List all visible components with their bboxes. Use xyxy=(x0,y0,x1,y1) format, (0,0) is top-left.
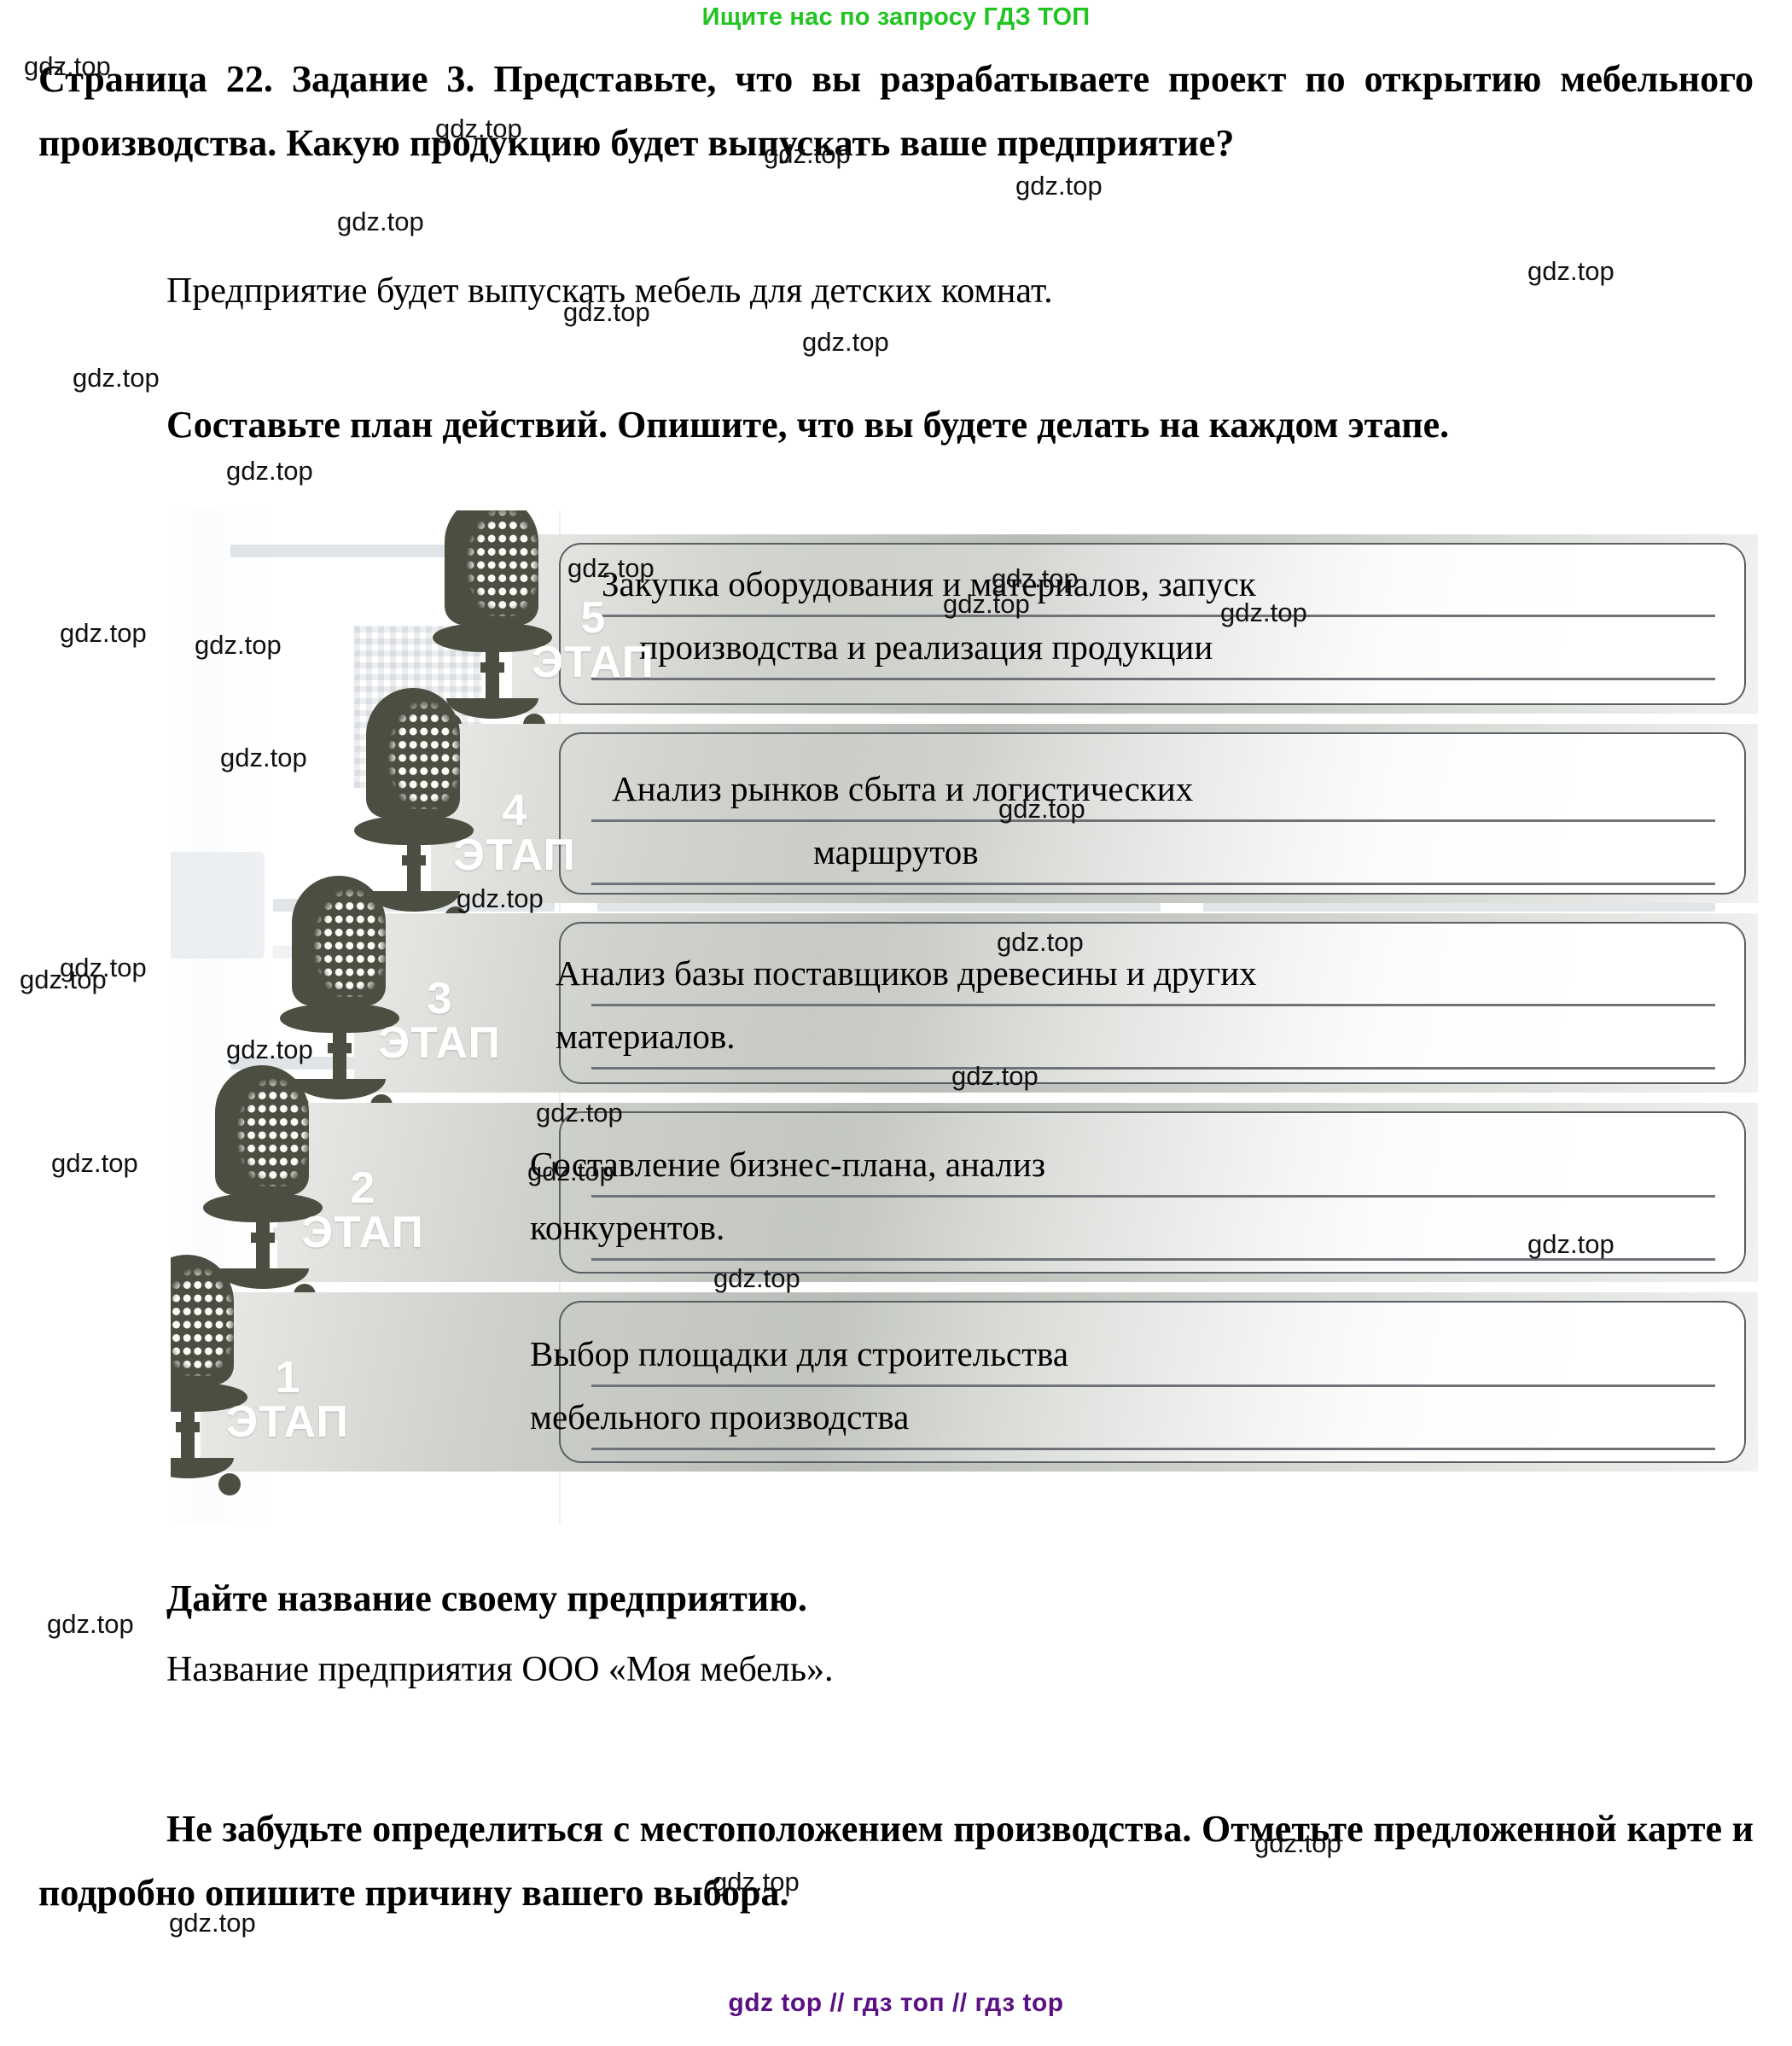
stage-row-3: Анализ базы поставщиков древесины и друг… xyxy=(171,876,1758,1116)
question-4: Не забудьте определиться с местоположени… xyxy=(38,1797,1754,1925)
chair-stem xyxy=(256,1215,270,1272)
stage-rule xyxy=(591,819,1715,822)
stage-4-label: 4 ЭТАП xyxy=(451,789,579,877)
watermark: gdz.top xyxy=(1015,171,1103,201)
stage-rule xyxy=(591,1195,1715,1198)
stage-callout-box: Анализ базы поставщиков древесины и друг… xyxy=(556,922,1746,1084)
question-2-text: Составьте план действий. Опишите, что вы… xyxy=(166,404,1450,446)
stage-4-number: 4 xyxy=(502,786,527,836)
stage-1-number: 1 xyxy=(275,1353,300,1402)
stage-1-line-2: мебельного производства xyxy=(530,1397,910,1437)
watermark: gdz.top xyxy=(226,456,313,486)
chair-backrest xyxy=(292,876,389,1006)
stage-row-1: Выбор площадки для строительства мебельн… xyxy=(171,1255,1758,1495)
promo-banner: Ищите нас по запросу ГДЗ ТОП xyxy=(701,3,1091,31)
stage-3-line-1: Анализ базы поставщиков древесины и друг… xyxy=(556,953,1257,993)
stage-2-line-1: Составление бизнес-плана, анализ xyxy=(530,1145,1046,1184)
stage-rule xyxy=(591,1004,1715,1006)
question-1: Страница 22. Задание 3. Представьте, что… xyxy=(38,58,1754,164)
stage-callout-fill xyxy=(561,734,1744,893)
stage-rule xyxy=(591,1067,1715,1070)
answer-1-text: Предприятие будет выпускать мебель для д… xyxy=(166,271,1053,311)
stage-2-word: ЭТАП xyxy=(301,1208,424,1257)
stage-row-5: Закупка оборудования и материалов, запус… xyxy=(171,510,1758,736)
stage-callout-box: Выбор площадки для строительства мебельн… xyxy=(530,1301,1746,1463)
stage-1-line-1: Выбор площадки для строительства xyxy=(530,1334,1069,1373)
chair-backrest xyxy=(366,688,463,818)
chair-perforation xyxy=(312,888,389,997)
stage-3-line-2: материалов. xyxy=(556,1017,736,1056)
chair-perforation xyxy=(171,1267,237,1376)
watermark: gdz.top xyxy=(20,965,107,994)
stage-callout-fill xyxy=(561,924,1744,1082)
question-4-text: Не забудьте определиться с местоположени… xyxy=(38,1808,1754,1914)
watermark: gdz.top xyxy=(60,953,147,982)
stage-row-4: Анализ рынков сбыта и логистических марш… xyxy=(171,688,1758,929)
stage-rule xyxy=(591,1384,1715,1387)
stage-callout-fill xyxy=(561,1303,1744,1461)
stage-callout-box: Закупка оборудования и материалов, запус… xyxy=(559,543,1746,705)
stage-5-line-2: производства и реализация продукции xyxy=(639,627,1213,667)
chair-wheel xyxy=(218,1473,241,1495)
stage-3-word: ЭТАП xyxy=(378,1018,501,1068)
stage-rule xyxy=(591,615,1715,617)
question-2: Составьте план действий. Опишите, что вы… xyxy=(38,393,1754,457)
watermark: gdz.top xyxy=(60,618,147,648)
chair-stem xyxy=(181,1405,195,1461)
answer-3-text: Название предприятия ООО «Моя мебель». xyxy=(166,1650,834,1689)
stage-1-label: 1 ЭТАП xyxy=(224,1355,352,1444)
question-3: Дайте название своему предприятию. xyxy=(38,1566,1754,1630)
chair-perforation xyxy=(387,700,463,809)
stage-2-number: 2 xyxy=(350,1163,375,1213)
watermark: gdz.top xyxy=(337,207,424,236)
stage-row-2: Составление бизнес-плана, анализ конкуре… xyxy=(171,1065,1758,1306)
chair-stem-collar xyxy=(176,1422,200,1432)
stage-3-number: 3 xyxy=(427,974,452,1023)
scan-text-line xyxy=(230,545,512,557)
stage-rule xyxy=(591,883,1715,885)
chair-backrest xyxy=(171,1255,237,1384)
chair-stem xyxy=(486,645,499,702)
stage-5-number: 5 xyxy=(580,593,606,643)
chair-stem-collar xyxy=(251,1233,275,1243)
stage-5-label: 5 ЭТАП xyxy=(529,596,657,685)
chair-perforation xyxy=(465,510,542,616)
chair-stem-collar xyxy=(328,1043,352,1053)
stage-callout-box: Составление бизнес-плана, анализ конкуре… xyxy=(530,1111,1746,1274)
chair-backrest xyxy=(215,1065,312,1195)
stage-3-label: 3 ЭТАП xyxy=(375,976,503,1065)
chair-stem-collar xyxy=(480,662,504,673)
chair-stem xyxy=(407,838,421,895)
answer-3: Название предприятия ООО «Моя мебель». xyxy=(38,1639,1754,1700)
stage-callout-fill xyxy=(561,545,1744,703)
stage-rule xyxy=(591,1258,1715,1261)
watermark: gdz.top xyxy=(51,1148,138,1178)
question-3-text: Дайте название своему предприятию. xyxy=(166,1577,807,1619)
chair-stem-collar xyxy=(402,855,426,866)
footer-branding: gdz top // гдз топ // гдз top xyxy=(728,1989,1064,2017)
stage-rule xyxy=(591,678,1715,680)
chair-perforation xyxy=(236,1077,312,1186)
stage-1-word: ЭТАП xyxy=(226,1397,349,1447)
answer-1: Предприятие будет выпускать мебель для д… xyxy=(38,260,1754,322)
publisher-logo-faded xyxy=(171,852,265,959)
chair-backrest xyxy=(445,510,542,625)
watermark: gdz.top xyxy=(802,327,889,357)
chair-stem xyxy=(333,1026,346,1082)
stage-5-word: ЭТАП xyxy=(532,638,655,687)
stage-2-label: 2 ЭТАП xyxy=(299,1166,427,1255)
stage-5-line-1: Закупка оборудования и материалов, запус… xyxy=(602,564,1256,603)
watermark: gdz.top xyxy=(73,363,160,393)
stage-callout-fill xyxy=(561,1113,1744,1272)
stages-figure: Закупка оборудования и материалов, запус… xyxy=(171,510,1758,1524)
stage-rule xyxy=(591,1448,1715,1450)
stage-callout-box: Анализ рынков сбыта и логистических марш… xyxy=(559,732,1746,895)
stage-2-line-2: конкурентов. xyxy=(530,1208,725,1247)
stage-4-line-1: Анализ рынков сбыта и логистических xyxy=(612,769,1194,808)
stage-4-word: ЭТАП xyxy=(453,831,576,880)
stage-4-line-2: маршрутов xyxy=(813,832,979,871)
